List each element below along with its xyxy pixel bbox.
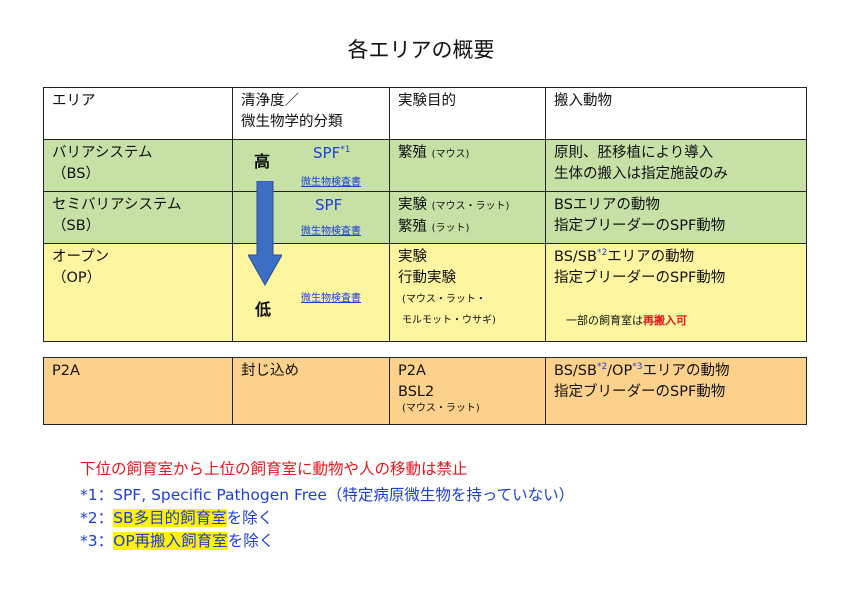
header-purpose-label: 実験目的 [398,93,456,109]
sb-cert-link[interactable]: 微生物検査書 [301,226,361,237]
header-purpose: 実験目的 [389,87,546,140]
op-import-note-a: 一部の飼育室は [566,314,643,327]
op-import-line1-b: エリアの動物 [607,249,695,265]
p2a-cleanliness-label: 封じ込め [241,363,299,379]
sb-import-cell: BSエリアの動物 指定ブリーダーのSPF動物 [545,191,807,244]
p2a-purpose-cell: P2A BSL2 (マウス・ラット) [389,357,546,425]
footnote-2-highlight: SB多目的飼育室 [113,509,227,527]
bs-purpose-main: 繁殖 [398,145,427,161]
bs-import-cell: 原則、胚移植により導入 生体の搬入は指定施設のみ [545,139,807,192]
sb-purpose-line2-main: 繁殖 [398,219,427,235]
sb-purpose-line1-main: 実験 [398,197,427,213]
bs-purpose-sub: (マウス) [431,149,470,160]
header-cleanliness-line2: 微生物学的分類 [241,114,343,130]
bs-cert-link[interactable]: 微生物検査書 [301,177,361,188]
p2a-import-line2: 指定ブリーダーのSPF動物 [554,384,726,400]
header-area: エリア [43,87,233,140]
footnote-3-suffix: を除く [227,532,275,550]
op-import-note: *2 [596,248,608,259]
low-label: 低 [255,300,272,319]
header-cleanliness-line1: 清浄度／ [241,93,299,109]
bs-area-line1: バリアシステム [52,145,153,161]
bs-purpose-cell: 繁殖 (マウス) [389,139,546,192]
bs-import-line2: 生体の搬入は指定施設のみ [554,166,728,182]
op-purpose-cell: 実験 行動実験 (マウス・ラット・ モルモット・ウサギ) [389,243,546,342]
sb-area-line2: （SB） [52,218,101,234]
warning-note: 下位の飼育室から上位の飼育室に動物や人の移動は禁止 [80,460,468,478]
sb-import-line1: BSエリアの動物 [554,197,660,213]
p2a-import-line1-c: エリアの動物 [642,363,730,379]
footnote-2-suffix: を除く [226,509,274,527]
sb-purpose-cell: 実験 (マウス・ラット) 繁殖 (ラット) [389,191,546,244]
bs-area-line2: （BS） [52,166,100,182]
bs-spf-text: SPF [313,144,341,162]
op-cert-link[interactable]: 微生物検査書 [301,293,361,304]
header-cleanliness: 清浄度／ 微生物学的分類 [232,87,390,140]
op-purpose-sub2: モルモット・ウサギ) [402,315,496,326]
p2a-area-cell: P2A [43,357,233,425]
op-import-cell: BS/SB*2エリアの動物 指定ブリーダーのSPF動物 一部の飼育室は再搬入可 [545,243,807,342]
sb-purpose-line1-sub: (マウス・ラット) [431,201,510,212]
footnote-3: *3：OP再搬入飼育室を除く [80,531,274,551]
page-title: 各エリアの概要 [347,38,495,62]
p2a-import-note1: *2 [596,362,608,373]
bs-spf-note: *1 [340,145,351,155]
sb-area-cell: セミバリアシステム （SB） [43,191,233,244]
down-arrow-icon [248,181,282,287]
op-import-line2: 指定ブリーダーのSPF動物 [554,270,726,286]
bs-import-line1: 原則、胚移植により導入 [554,145,714,161]
footnote-2: *2：SB多目的飼育室を除く [80,508,273,528]
sb-spf-label: SPF [315,196,343,214]
p2a-import-line1-a: BS/SB [554,363,597,379]
p2a-area-label: P2A [52,363,80,379]
p2a-cleanliness-cell: 封じ込め [232,357,390,425]
sb-import-line2: 指定ブリーダーのSPF動物 [554,218,726,234]
op-import-note-b: 再搬入可 [643,314,687,327]
bs-spf-label: SPF*1 [313,144,350,162]
footnote-1: *1：SPF, Specific Pathogen Free（特定病原微生物を持… [80,486,575,504]
op-area-line2: （OP） [52,270,102,286]
p2a-purpose-sub: (マウス・ラット) [402,403,480,414]
op-purpose-line2: 行動実験 [398,270,456,286]
op-area-cell: オープン （OP） [43,243,233,342]
footnote-3-prefix: *3： [80,532,114,550]
sb-purpose-line2-sub: (ラット) [431,223,470,234]
header-import-label: 搬入動物 [554,93,612,109]
header-area-label: エリア [52,93,96,109]
op-purpose-line1: 実験 [398,249,427,265]
p2a-import-cell: BS/SB*2/OP*3エリアの動物 指定ブリーダーのSPF動物 [545,357,807,425]
sb-area-line1: セミバリアシステム [52,197,182,213]
op-purpose-sub1: (マウス・ラット・ [402,294,486,305]
bs-area-cell: バリアシステム （BS） [43,139,233,192]
header-import: 搬入動物 [545,87,807,140]
op-area-line1: オープン [52,249,110,265]
footnote-3-highlight: OP再搬入飼育室 [113,532,228,550]
p2a-purpose-line1: P2A [398,363,426,379]
op-import-line1-a: BS/SB [554,249,597,265]
p2a-purpose-line2: BSL2 [398,384,435,400]
high-label: 高 [254,152,271,171]
p2a-import-line1-b: /OP [607,363,633,379]
p2a-import-note2: *3 [632,362,643,373]
footnote-2-prefix: *2： [80,509,114,527]
